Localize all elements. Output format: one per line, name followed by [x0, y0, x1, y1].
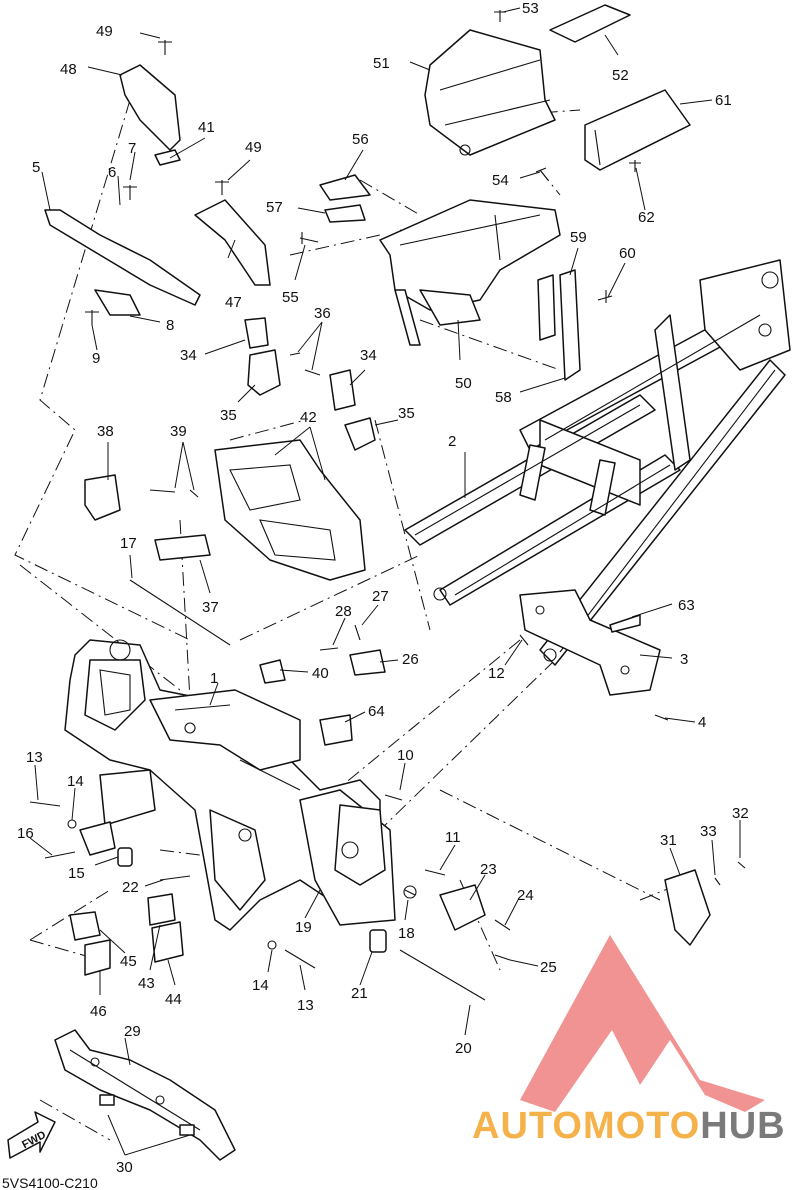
drawing-code: 5VS4100-C210 [2, 1175, 98, 1190]
callout-32: 32 [732, 805, 749, 822]
callout-28: 28 [335, 603, 352, 620]
callout-53: 53 [522, 0, 539, 17]
callout-61: 61 [715, 92, 732, 109]
callout-31: 31 [660, 832, 677, 849]
callout-11: 11 [445, 829, 461, 846]
callout-34: 34 [180, 347, 197, 364]
fwd-arrow-icon: FWD [7, 1111, 56, 1159]
callout-14: 14 [252, 977, 269, 994]
callout-12: 12 [488, 665, 505, 682]
watermark-triangle-icon [520, 935, 765, 1112]
callout-9: 9 [92, 350, 100, 367]
callout-42: 42 [300, 409, 317, 426]
watermark-text-part1: AUTOMOTO [472, 1105, 700, 1147]
callout-49: 49 [245, 139, 262, 156]
callout-59: 59 [570, 229, 587, 246]
callout-47: 47 [225, 294, 242, 311]
callout-58: 58 [495, 389, 512, 406]
watermark-text: AUTOMOTOHUB [472, 1105, 786, 1147]
subframe-bracket-part [379, 199, 561, 346]
watermark-logo: AUTOMOTOHUB [472, 935, 786, 1147]
callout-45: 45 [120, 953, 137, 970]
callout-36: 36 [314, 305, 331, 322]
callout-29: 29 [124, 1023, 141, 1040]
callout-7: 7 [128, 140, 136, 157]
lower-side-plate-part [54, 1029, 236, 1161]
callout-46: 46 [90, 1003, 107, 1020]
callout-50: 50 [455, 375, 472, 392]
callout-41: 41 [198, 119, 215, 136]
bracket-58-part [537, 269, 581, 381]
callout-38: 38 [97, 423, 114, 440]
callout-21: 21 [351, 985, 368, 1002]
callout-56: 56 [352, 131, 369, 148]
callout-2: 2 [448, 433, 456, 450]
callout-26: 26 [402, 651, 419, 668]
callout-19: 19 [295, 919, 312, 936]
callout-30: 30 [116, 1159, 133, 1176]
callout-16: 16 [17, 825, 34, 842]
callout-13: 13 [297, 997, 314, 1014]
callout-62: 62 [638, 209, 655, 226]
callout-27: 27 [372, 588, 389, 605]
callout-60: 60 [619, 245, 636, 262]
callout-63: 63 [678, 597, 695, 614]
tray-part [584, 89, 691, 171]
callout-33: 33 [700, 823, 717, 840]
rear-frame-part [404, 259, 791, 666]
callout-35: 35 [398, 405, 415, 422]
callout-24: 24 [517, 887, 534, 904]
callout-4: 4 [698, 714, 706, 731]
callout-8: 8 [166, 317, 174, 334]
callout-17: 17 [120, 535, 137, 552]
callout-22: 22 [122, 879, 139, 896]
callout-3: 3 [680, 651, 688, 668]
callout-15: 15 [68, 865, 85, 882]
callout-40: 40 [312, 665, 329, 682]
callout-52: 52 [612, 67, 629, 84]
callout-54: 54 [492, 172, 509, 189]
callout-1: 1 [210, 670, 218, 687]
callout-18: 18 [398, 925, 415, 942]
main-frame-part [64, 639, 396, 931]
callout-64: 64 [368, 703, 385, 720]
bolt-hardware [29, 10, 746, 1001]
callout-25: 25 [540, 959, 557, 976]
leader-lines [29, 7, 741, 1156]
callout-6: 6 [108, 164, 116, 181]
battery-box-part [424, 4, 631, 156]
callout-57: 57 [266, 199, 283, 216]
callout-43: 43 [138, 975, 155, 992]
callout-5: 5 [32, 159, 40, 176]
callout-48: 48 [60, 61, 77, 78]
callout-14: 14 [67, 773, 84, 790]
callout-35: 35 [220, 407, 237, 424]
callout-labels: 1 2 3 4 5 6 7 8 9 10 11 12 13 13 14 14 1… [17, 0, 749, 1176]
callout-37: 37 [202, 599, 219, 616]
heat-shield-part [214, 439, 366, 581]
rear-bracket-part [519, 589, 661, 696]
callout-23: 23 [480, 861, 497, 878]
callout-39: 39 [170, 423, 187, 440]
callout-34: 34 [360, 347, 377, 364]
callout-51: 51 [373, 55, 390, 72]
callout-10: 10 [397, 747, 414, 764]
callout-49: 49 [96, 23, 113, 40]
watermark-text-part2: HUB [700, 1105, 785, 1147]
callout-13: 13 [26, 749, 43, 766]
upper-plate-part [44, 64, 711, 976]
callout-55: 55 [282, 289, 299, 306]
callout-44: 44 [165, 991, 182, 1008]
callout-20: 20 [455, 1040, 472, 1057]
